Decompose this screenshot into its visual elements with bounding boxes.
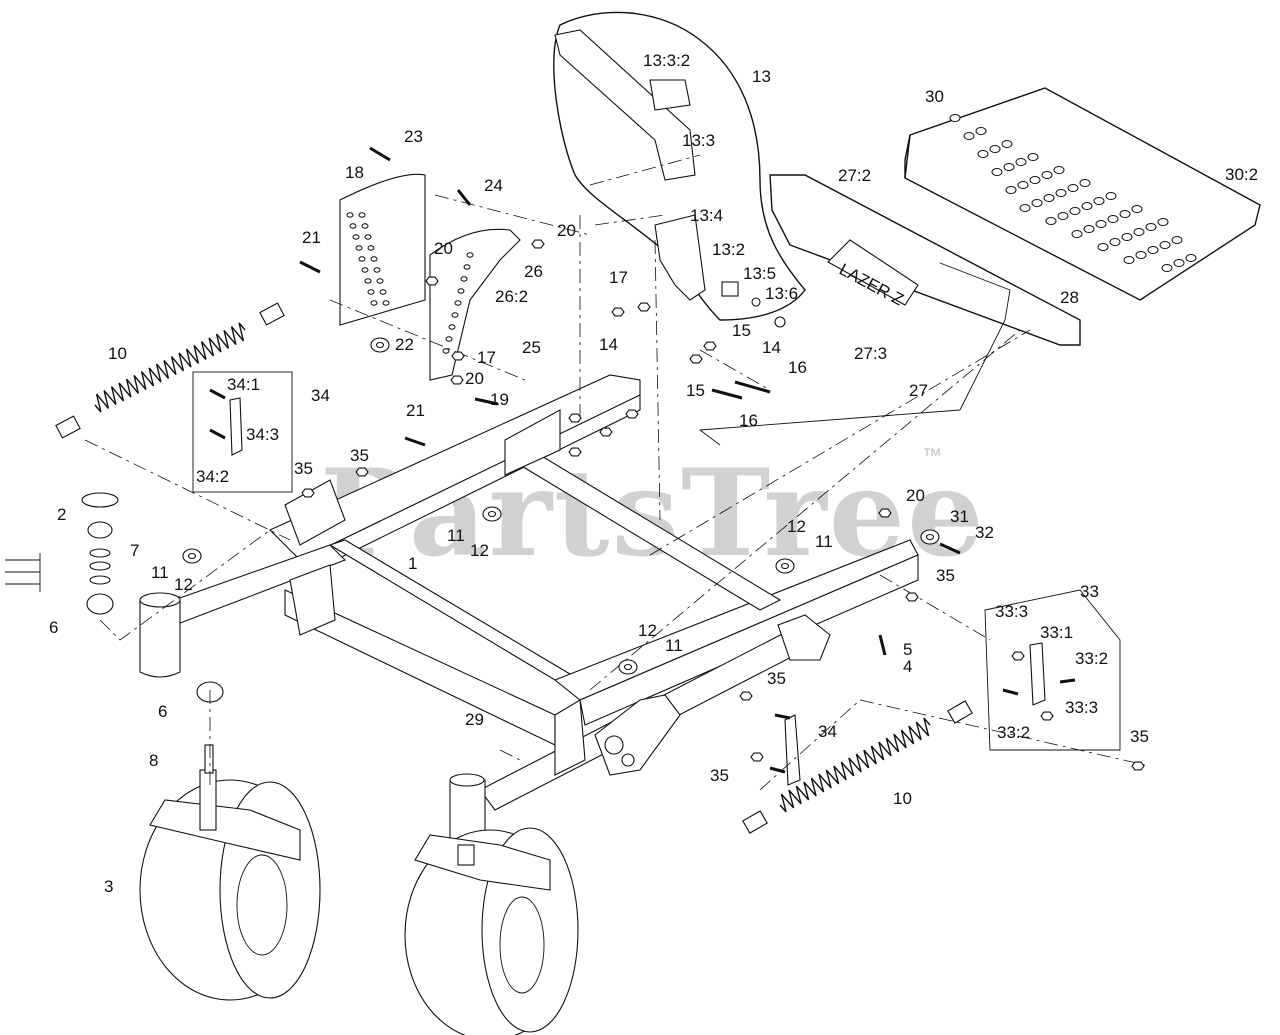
trademark-symbol: ™ bbox=[922, 445, 942, 467]
callout-c-33-3b: 33:3 bbox=[1065, 698, 1098, 717]
left-mount-plate bbox=[339, 173, 521, 381]
callout-c-13-4: 13:4 bbox=[690, 206, 723, 225]
callout-c-12b: 12 bbox=[470, 541, 489, 560]
callout-c-17b: 17 bbox=[477, 348, 496, 367]
callout-c-34-3: 34:3 bbox=[246, 425, 279, 444]
callout-c-35c: 35 bbox=[936, 566, 955, 585]
callout-c-27-2: 27:2 bbox=[838, 166, 871, 185]
callout-c-26: 26 bbox=[524, 262, 543, 281]
callout-c-7: 7 bbox=[130, 541, 139, 560]
callout-c-35b: 35 bbox=[294, 459, 313, 478]
callout-c-13: 13 bbox=[752, 67, 771, 86]
callout-c-30: 30 bbox=[925, 87, 944, 106]
bracket-34b bbox=[784, 714, 801, 786]
bracket-34 bbox=[192, 371, 293, 493]
callout-c-35e: 35 bbox=[1130, 727, 1149, 746]
callout-c-11a: 11 bbox=[447, 526, 465, 545]
callout-c-35a: 35 bbox=[350, 446, 369, 465]
callout-c-30-2: 30:2 bbox=[1225, 165, 1258, 184]
callout-c-17a: 17 bbox=[609, 268, 628, 287]
callout-c-21b: 21 bbox=[406, 401, 425, 420]
callout-c-34: 34 bbox=[311, 386, 330, 405]
callout-c-34b: 34 bbox=[818, 722, 837, 741]
callout-c-6b: 6 bbox=[158, 702, 167, 721]
main-frame bbox=[159, 374, 919, 811]
callout-c-21a: 21 bbox=[302, 228, 321, 247]
right-caster-wheel bbox=[404, 827, 579, 1035]
callout-c-2: 2 bbox=[57, 505, 66, 524]
callout-c-20d: 20 bbox=[906, 486, 925, 505]
callout-c-14a: 14 bbox=[599, 335, 618, 354]
callout-c-13-3: 13:3 bbox=[682, 131, 715, 150]
callout-c-23: 23 bbox=[404, 127, 423, 146]
callout-c-13-2: 13:2 bbox=[712, 240, 745, 259]
callout-c-27: 27 bbox=[909, 381, 928, 400]
callout-c-33: 33 bbox=[1080, 582, 1099, 601]
callout-c-11b: 11 bbox=[815, 532, 833, 551]
callout-c-27-3: 27:3 bbox=[854, 344, 887, 363]
bracket-33 bbox=[984, 589, 1121, 751]
callout-c-33-1: 33:1 bbox=[1040, 623, 1073, 642]
callout-c-32: 32 bbox=[975, 523, 994, 542]
callout-c-34-2: 34:2 bbox=[196, 467, 229, 486]
hardware-set bbox=[182, 146, 1145, 774]
callout-c-8: 8 bbox=[149, 751, 158, 770]
callout-c-19: 19 bbox=[490, 390, 509, 409]
floor-pan bbox=[904, 87, 1261, 301]
spring-right bbox=[742, 700, 973, 834]
callout-c-16b: 16 bbox=[739, 411, 758, 430]
callout-c-11c: 11 bbox=[151, 563, 169, 582]
callout-c-10a: 10 bbox=[108, 344, 127, 363]
callout-c-20c: 20 bbox=[465, 369, 484, 388]
callout-c-26-2: 26:2 bbox=[495, 287, 528, 306]
callout-c-20a: 20 bbox=[557, 221, 576, 240]
callout-c-29: 29 bbox=[465, 710, 484, 729]
callout-c-12a: 12 bbox=[787, 517, 806, 536]
callout-c-25: 25 bbox=[522, 338, 541, 357]
foot-pedal-assembly bbox=[553, 11, 806, 328]
callout-c-3: 3 bbox=[104, 877, 113, 896]
callout-c-16a: 16 bbox=[788, 358, 807, 377]
left-caster-tube bbox=[139, 592, 181, 678]
callout-c-35d: 35 bbox=[767, 669, 786, 688]
callout-c-24: 24 bbox=[484, 176, 503, 195]
callout-c-12d: 12 bbox=[638, 621, 657, 640]
leader-lines bbox=[84, 194, 1146, 791]
callout-c-13-5: 13:5 bbox=[743, 264, 776, 283]
callout-c-15b: 15 bbox=[686, 381, 705, 400]
callout-c-15a: 15 bbox=[732, 321, 751, 340]
callout-c-34-1: 34:1 bbox=[227, 375, 260, 394]
callout-c-33-3a: 33:3 bbox=[995, 602, 1028, 621]
callout-c-14b: 14 bbox=[762, 338, 781, 357]
callout-c-22: 22 bbox=[395, 335, 414, 354]
callout-c-4: 4 bbox=[903, 657, 912, 676]
callout-c-28: 28 bbox=[1060, 288, 1079, 307]
callout-c-11d: 11 bbox=[665, 636, 683, 655]
spring-left bbox=[55, 302, 285, 439]
callout-c-13-3-2: 13:3:2 bbox=[643, 51, 690, 70]
callout-c-13-6: 13:6 bbox=[765, 284, 798, 303]
callout-c-1: 1 bbox=[408, 554, 417, 573]
callout-c-18: 18 bbox=[345, 163, 364, 182]
callout-c-5: 5 bbox=[903, 640, 912, 659]
callout-c-10b: 10 bbox=[893, 789, 912, 808]
callout-c-6a: 6 bbox=[49, 618, 58, 637]
callout-c-33-2a: 33:2 bbox=[1075, 649, 1108, 668]
left-caster-wheel bbox=[139, 744, 321, 1001]
callout-c-20b: 20 bbox=[434, 239, 453, 258]
callout-c-33-2b: 33:2 bbox=[997, 723, 1030, 742]
callout-c-35f: 35 bbox=[710, 766, 729, 785]
callout-c-31: 31 bbox=[950, 507, 969, 526]
callout-c-12c: 12 bbox=[174, 575, 193, 594]
decal: LAZER Z bbox=[827, 239, 919, 309]
